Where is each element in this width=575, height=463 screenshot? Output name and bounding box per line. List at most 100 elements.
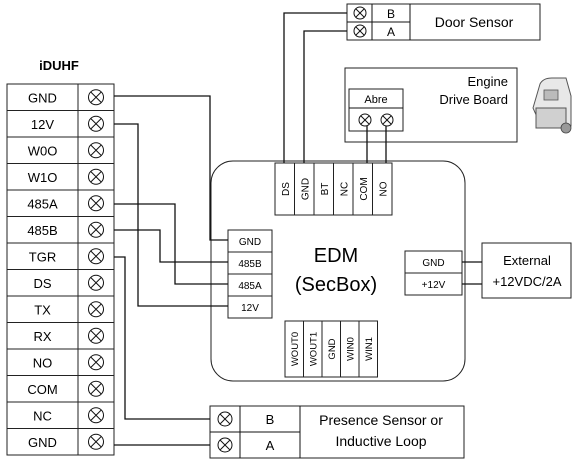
edm-left-pin-label: 485A	[238, 281, 262, 292]
door-sensor-terminal-a-icon	[353, 24, 367, 38]
iduhf-screw-terminal-icon	[88, 115, 104, 132]
edm-left-pin-label: GND	[239, 237, 261, 248]
door-sensor: B A Door Sensor	[346, 3, 541, 41]
presence-pin-b: B	[266, 412, 275, 427]
edm-left-pin-cell	[227, 295, 273, 319]
edm-left-pin-label: 12V	[241, 303, 259, 314]
wire-door-gnd	[303, 30, 347, 163]
presence-pin-a: A	[266, 438, 275, 453]
iduhf-screw-terminal-icon	[88, 274, 104, 291]
edm-bottom-pin-label: WOUT0	[290, 332, 301, 366]
edm-top-pin-label: NO	[378, 181, 389, 196]
edm-top-terminal-block: DS GND BT NC COM NO	[274, 162, 393, 216]
door-sensor-label: Door Sensor	[435, 14, 514, 30]
presence-sensor: B A Presence Sensor or Inductive Loop	[209, 405, 465, 459]
iduhf-title: iDUHF	[39, 58, 79, 73]
iduhf-pin-cell	[6, 269, 79, 297]
edm-top-pin-cell	[372, 162, 393, 216]
door-sensor-terminal-b-icon	[353, 6, 367, 20]
external-power-supply: External +12VDC/2A	[481, 242, 572, 299]
iduhf-pin-cell	[6, 322, 79, 350]
edm-top-pin-label: DS	[281, 182, 292, 196]
iduhf-pin-label: NC	[33, 408, 52, 423]
engine-label-line1: Engine	[468, 74, 508, 89]
edm-bottom-pin-label: WIN0	[345, 337, 356, 361]
door-sensor-pin-b: B	[387, 7, 395, 21]
abre-terminal-1-icon	[358, 113, 372, 127]
presence-label-line1: Presence Sensor or	[319, 412, 443, 428]
iduhf-terminal-block: GND 12V W0O W1O 485A 485B TGR DS TX RX NO COM NC GND	[6, 83, 115, 456]
iduhf-screw-terminal-icon	[88, 221, 104, 238]
wire-tgr	[114, 256, 210, 420]
edm-left-pin-label: 485B	[238, 259, 262, 270]
wire-12v	[114, 123, 228, 307]
abre-terminal-2-icon	[380, 113, 394, 127]
presence-terminal-b-icon	[217, 411, 233, 427]
gate-motor-icon	[532, 77, 572, 134]
iduhf-screw-terminal-icon	[88, 433, 104, 450]
iduhf-pin-label: RX	[33, 329, 51, 344]
iduhf-pin-label: GND	[28, 435, 57, 450]
edm-top-pin-label: COM	[359, 177, 370, 200]
edm-body	[210, 160, 466, 382]
wire-door-ds	[283, 12, 347, 163]
wire-485a	[114, 203, 228, 285]
edm-right-pin-label: +12V	[422, 280, 446, 291]
iduhf-screw-terminal-icon	[88, 195, 104, 212]
iduhf-pin-label: W0O	[28, 143, 58, 158]
iduhf-screw-terminal-icon	[88, 168, 104, 185]
abre-label: Abre	[364, 94, 387, 106]
iduhf-screw-terminal-icon	[88, 407, 104, 424]
edm-bottom-pin-cell	[358, 320, 378, 378]
iduhf-screw-terminal-icon	[88, 354, 104, 371]
edm-right-pin-label: GND	[422, 258, 444, 269]
iduhf-pin-label: 485A	[27, 196, 58, 211]
iduhf-pin-label: GND	[28, 90, 57, 105]
wires	[114, 12, 482, 446]
iduhf-pin-cell	[6, 136, 79, 164]
edm-bottom-pin-label: WOUT1	[308, 332, 319, 366]
wire-gnd	[114, 95, 228, 241]
edm-secbox: EDM (SecBox) DS GND BT NC COM NO GND 485B 485A 1…	[210, 160, 466, 382]
iduhf-pin-cell	[6, 83, 79, 111]
iduhf-pin-cell	[6, 110, 79, 138]
iduhf-pin-cell	[6, 295, 79, 323]
iduhf-pin-cell	[6, 428, 79, 456]
presence-terminal-a-icon	[217, 437, 233, 453]
engine-label-line2: Drive Board	[439, 92, 508, 107]
engine-drive-board: Engine Drive Board Abre	[344, 67, 572, 143]
edm-title-line1: EDM	[314, 245, 358, 267]
edm-left-terminal-block: GND 485B 485A 12V	[227, 229, 273, 319]
iduhf-screw-terminal-icon	[88, 301, 104, 318]
iduhf-pin-label: 12V	[31, 117, 54, 132]
edm-bottom-terminal-block: WOUT0 WOUT1 GND WIN0 WIN1	[284, 320, 378, 378]
iduhf-screw-terminal-icon	[88, 89, 104, 106]
iduhf-screw-terminal-icon	[88, 248, 104, 265]
edm-top-pin-label: NC	[339, 182, 350, 196]
external-label-line1: External	[503, 253, 551, 268]
iduhf-pin-label: 485B	[27, 223, 57, 238]
iduhf-screw-terminal-icon	[88, 380, 104, 397]
presence-label-line2: Inductive Loop	[335, 433, 426, 449]
iduhf-pin-label: DS	[33, 276, 51, 291]
edm-right-terminal-block: GND +12V	[404, 250, 463, 296]
iduhf-pin-label: TGR	[29, 249, 56, 264]
wire-485b	[114, 229, 228, 263]
iduhf-pin-label: COM	[27, 382, 57, 397]
edm-top-pin-label: GND	[300, 178, 311, 200]
edm-title-line2: (SecBox)	[295, 274, 377, 296]
edm-top-pin-label: BT	[320, 183, 331, 196]
iduhf-screw-terminal-icon	[88, 142, 104, 159]
iduhf-pin-label: TX	[34, 302, 51, 317]
edm-bottom-pin-label: WIN1	[364, 337, 375, 361]
iduhf-screw-terminal-icon	[88, 327, 104, 344]
abre-terminal-box	[348, 88, 404, 132]
iduhf-pin-cell	[6, 242, 79, 270]
external-label-line2: +12VDC/2A	[492, 274, 561, 289]
iduhf-pin-label: W1O	[28, 170, 58, 185]
edm-bottom-pin-label: GND	[327, 338, 338, 359]
iduhf-pin-label: NO	[33, 355, 53, 370]
door-sensor-pin-a: A	[387, 25, 395, 39]
external-power-box	[481, 242, 572, 299]
